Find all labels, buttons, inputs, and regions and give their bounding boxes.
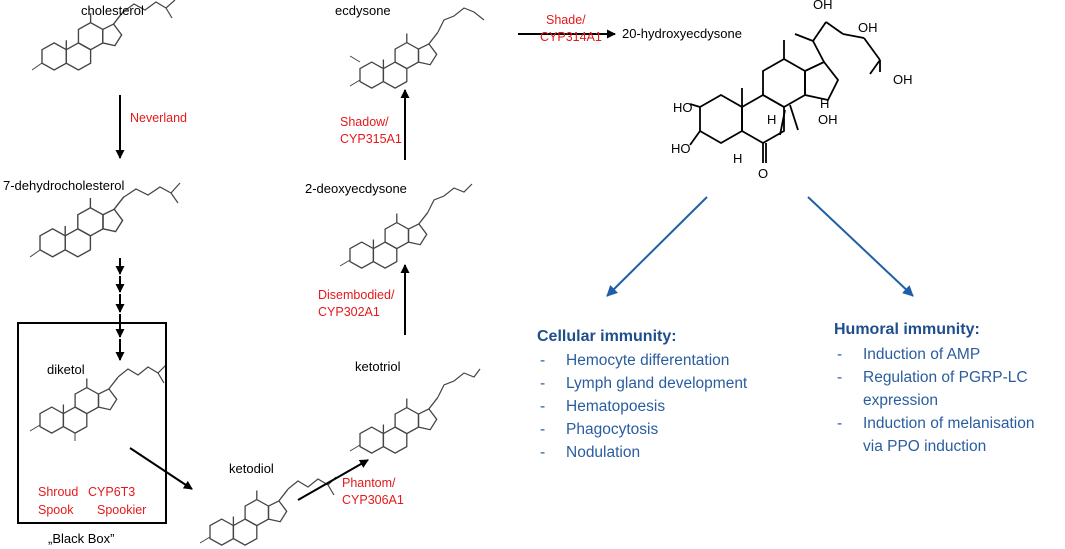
cellular-immunity-list: Hemocyte differentation Lymph gland deve… [536, 349, 747, 464]
ho-label-2: HO [671, 141, 691, 156]
enzyme-shadow: Shadow/CYP315A1 [340, 115, 402, 146]
label-ecdysone: ecdysone [335, 3, 391, 18]
ketotriol-structure [349, 368, 481, 454]
ecdysone-structure [349, 7, 485, 89]
diketol-structure [29, 364, 167, 441]
black-box-label: „Black Box” [48, 531, 115, 546]
ho-label-1: HO [673, 100, 693, 115]
list-item: Hemocyte differentation [536, 349, 747, 372]
label-cholesterol: cholesterol [81, 3, 144, 18]
dehydrocholesterol-structure [29, 182, 181, 258]
h-label-3: H [733, 151, 742, 166]
oh-label-3: OH [858, 20, 878, 35]
enzyme-disembodied: Disembodied/CYP302A1 [318, 288, 395, 319]
humoral-immunity-title: Humoral immunity: [834, 321, 980, 338]
oh-label-1: OH [818, 112, 838, 127]
arrow-to-humoral [807, 196, 914, 297]
enzyme-cyp6t3: CYP6T3 [88, 485, 136, 499]
label-20-hydroxyecdysone: 20-hydroxyecdysone [622, 26, 742, 41]
ketodiol-structure [199, 476, 337, 546]
cellular-immunity-title: Cellular immunity: [537, 328, 677, 345]
label-7-dehydrocholesterol: 7-dehydrocholesterol [3, 178, 125, 193]
list-item: Induction of AMP [833, 343, 1034, 366]
oh-label-4: OH [893, 72, 913, 87]
enzyme-phantom: Phantom/CYP306A1 [342, 476, 404, 507]
deoxyecdysone-structure [339, 183, 473, 269]
list-item: Nodulation [536, 441, 747, 464]
cholesterol-structure [31, 0, 176, 71]
arrow-phantom [297, 459, 369, 501]
label-diketol: diketol [47, 362, 85, 377]
black-box [17, 322, 167, 524]
o-label: O [758, 166, 768, 181]
enzyme-neverland: Neverland [130, 111, 187, 125]
label-ketodiol: ketodiol [229, 461, 274, 476]
enzyme-shade: Shade/CYP314A1 [540, 13, 602, 44]
label-2-deoxyecdysone: 2-deoxyecdysone [305, 181, 407, 196]
list-item: Lymph gland development [536, 372, 747, 395]
enzyme-spook: Spook [38, 503, 74, 517]
list-item: Phagocytosis [536, 418, 747, 441]
h-label-1: H [820, 96, 829, 111]
enzyme-shroud: Shroud [38, 485, 79, 499]
list-item: Hematopoesis [536, 395, 747, 418]
h-label-2: H [767, 112, 776, 127]
humoral-immunity-list: Induction of AMP Regulation of PGRP-LCex… [833, 343, 1034, 458]
arrow-to-cellular [606, 196, 708, 297]
oh-label-2: OH [813, 0, 833, 12]
enzyme-spookier: Spookier [97, 503, 147, 517]
arrow-diketol-ketodiol [129, 447, 193, 490]
hydroxyecdysone-structure [689, 21, 881, 163]
label-ketotriol: ketotriol [355, 359, 401, 374]
